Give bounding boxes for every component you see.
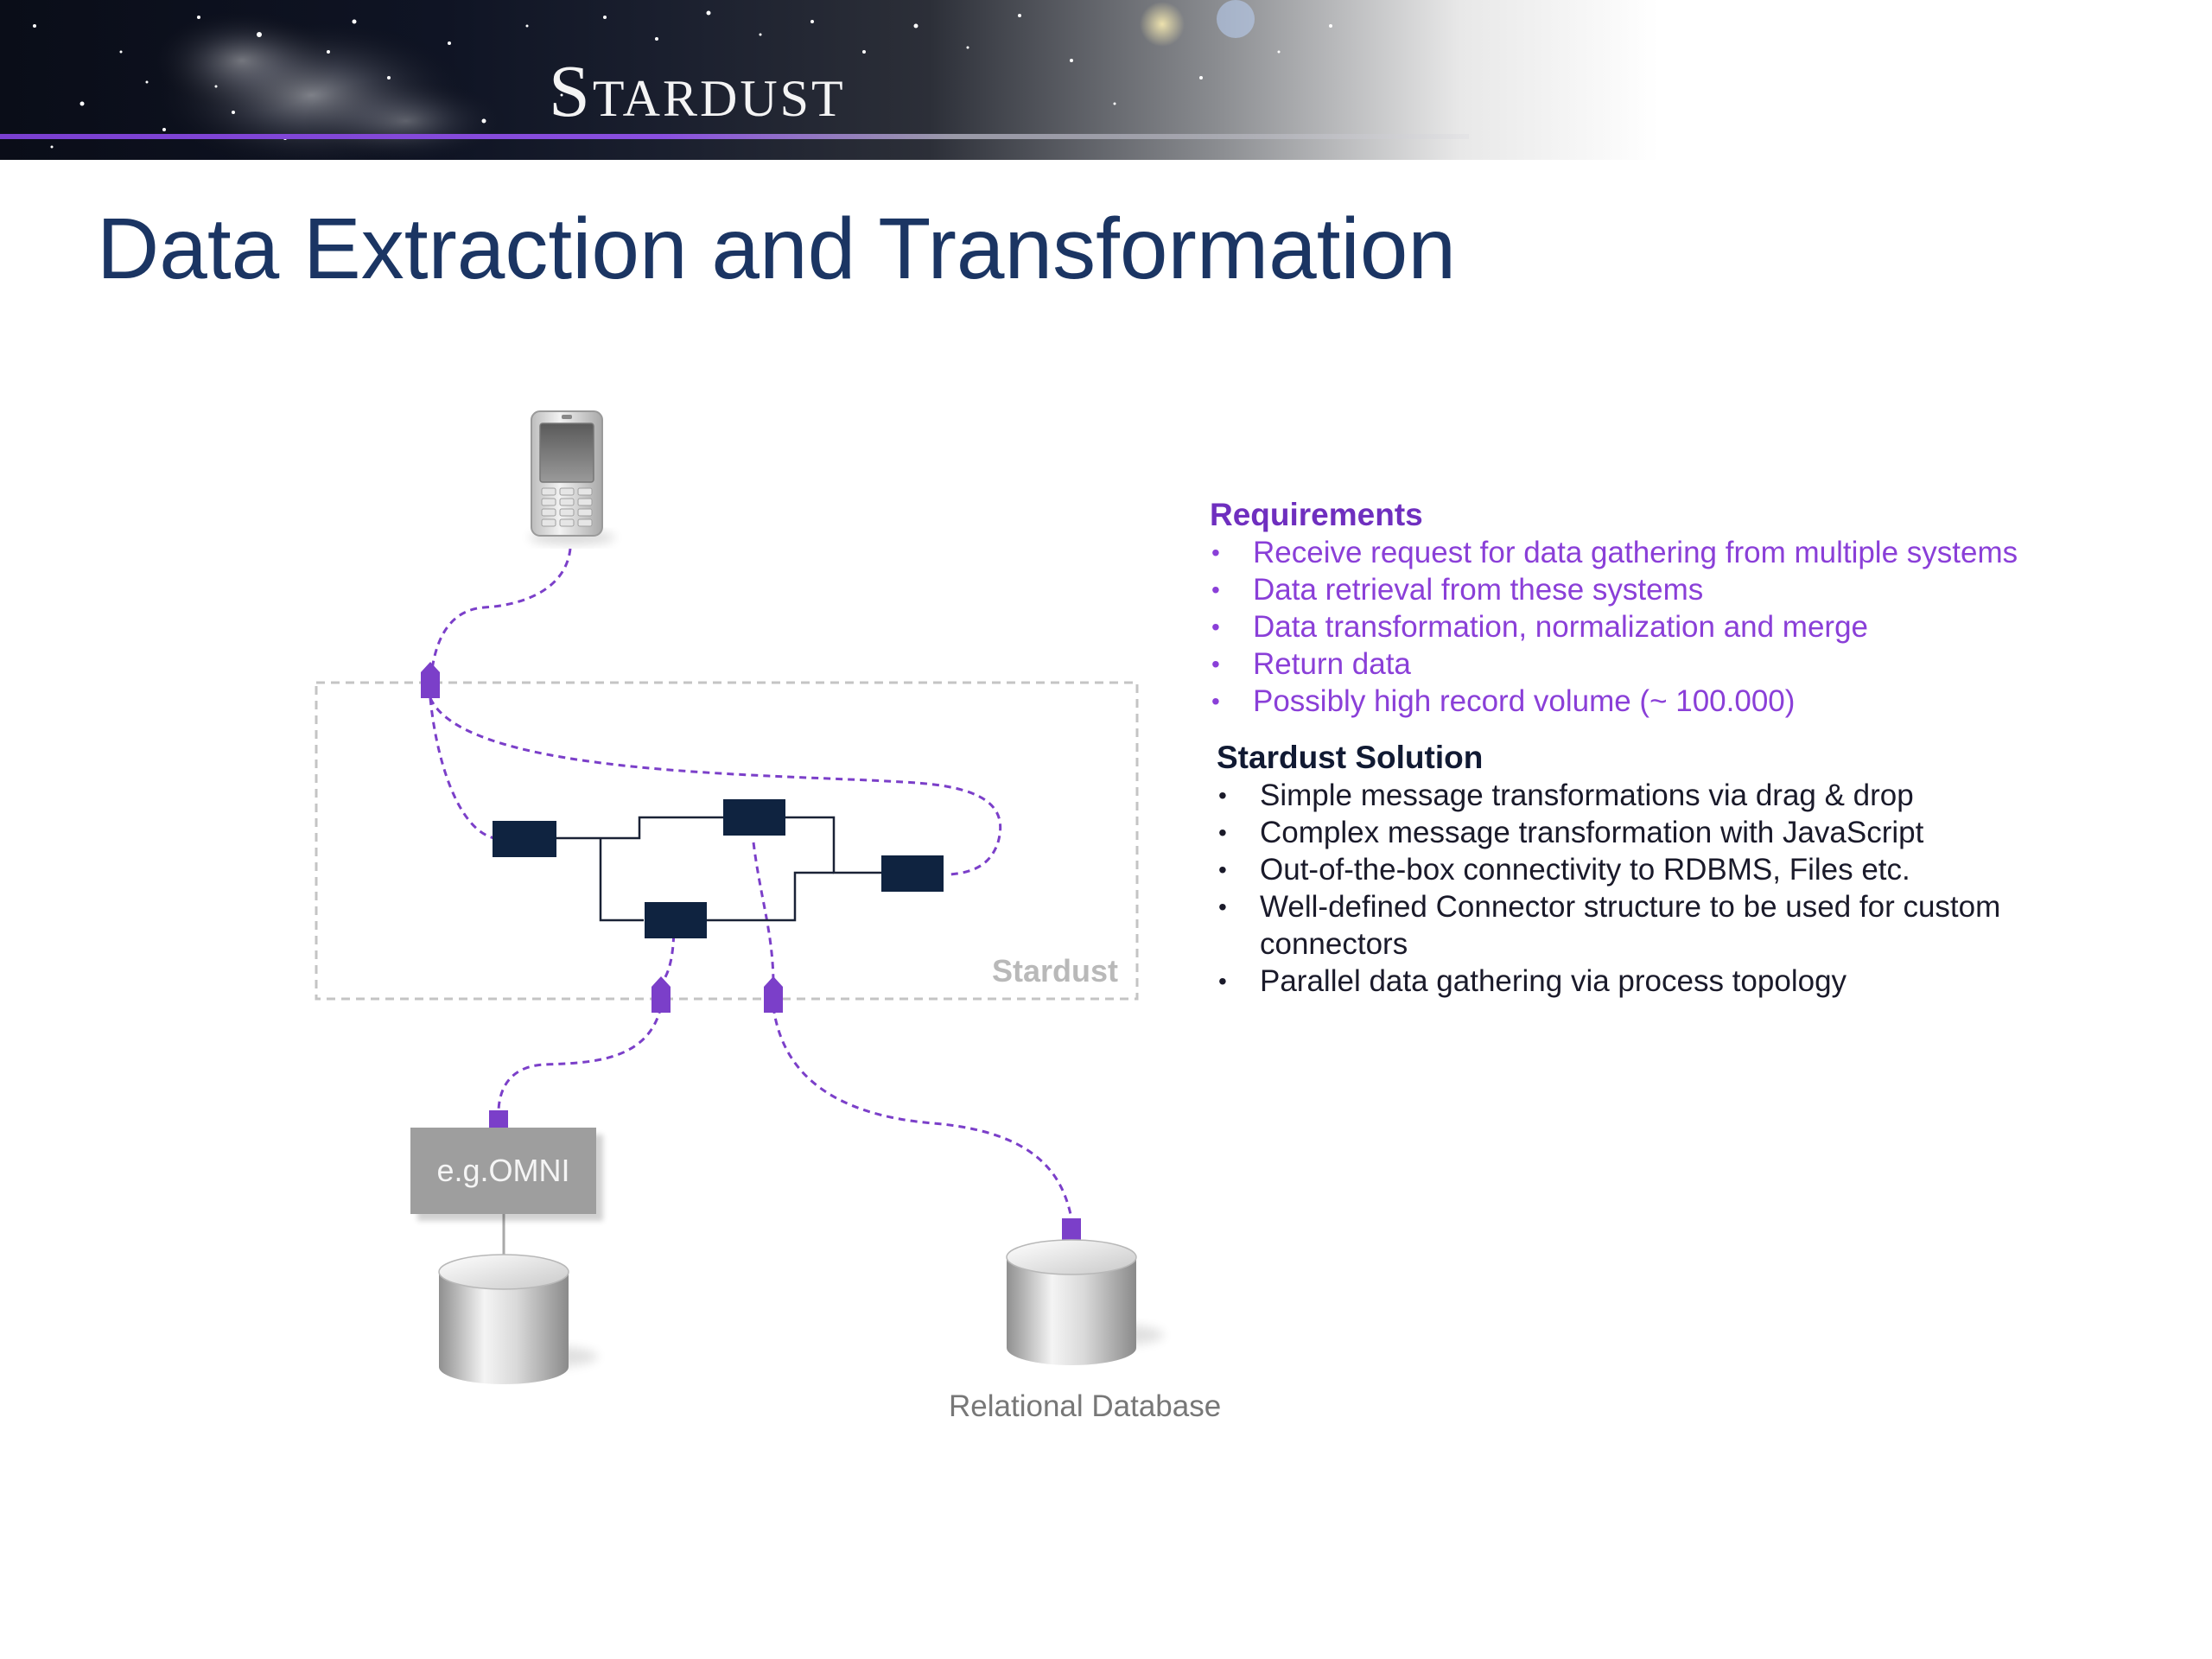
mobile-phone-icon — [529, 410, 615, 544]
solution-item: Simple message transformations via drag … — [1217, 777, 2160, 814]
text-panel: Requirements Receive request for data ga… — [1210, 496, 2160, 1000]
requirement-item: Possibly high record volume (~ 100.000) — [1210, 683, 2160, 720]
solution-item: Well-defined Connector structure to be u… — [1217, 888, 2160, 925]
process-node-start[interactable] — [493, 821, 556, 857]
topology-line-top — [556, 816, 723, 840]
db-exit-port — [764, 976, 783, 1013]
requirement-item: Return data — [1210, 645, 2160, 683]
requirements-section: Requirements Receive request for data ga… — [1210, 496, 2160, 720]
topology-line-right — [785, 816, 881, 874]
entry-port — [421, 662, 440, 698]
requirement-item: Receive request for data gathering from … — [1210, 534, 2160, 571]
stardust-container-label: Stardust — [992, 953, 1119, 988]
solution-item: Complex message transformation with Java… — [1217, 814, 2160, 851]
process-node-bottom[interactable] — [645, 902, 707, 938]
db-connector — [772, 1006, 1073, 1219]
starfield-image — [0, 0, 2212, 160]
solution-list: Simple message transformations via drag … — [1217, 777, 2160, 1000]
process-node-top[interactable] — [723, 799, 785, 836]
requirement-item: Data retrieval from these systems — [1210, 571, 2160, 608]
phone-to-entry-connector — [430, 548, 572, 671]
topology-line-branch — [599, 838, 644, 922]
solution-item: Out-of-the-box connectivity to RDBMS, Fi… — [1217, 851, 2160, 888]
omni-exit-port — [652, 976, 671, 1013]
requirement-item: Data transformation, normalization and m… — [1210, 608, 2160, 645]
solution-section: Stardust Solution Simple message transfo… — [1210, 739, 2160, 1000]
page-title: Data Extraction and Transformation — [97, 200, 1456, 297]
topology-line-bottom — [707, 871, 834, 922]
database-cylinder-icon — [1006, 1239, 1164, 1365]
solution-item: Parallel data gathering via process topo… — [1217, 963, 2160, 1000]
solution-item-continuation: connectors — [1260, 927, 1408, 961]
requirements-heading: Requirements — [1210, 497, 1423, 532]
stardust-container — [315, 681, 1139, 1001]
relational-database-label: Relational Database — [949, 1389, 1222, 1423]
node-to-db-connector — [752, 842, 775, 986]
solution-heading: Stardust Solution — [1217, 740, 1484, 775]
database-cylinder-icon — [438, 1254, 598, 1384]
entry-to-first-node-connector — [429, 697, 495, 840]
requirements-list: Receive request for data gathering from … — [1210, 534, 2160, 720]
loop-connector — [429, 697, 1002, 876]
omni-system-box[interactable]: e.g.OMNI — [410, 1128, 596, 1214]
header-banner: Stardust — [0, 0, 2212, 160]
brand-logo: Stardust — [549, 49, 846, 132]
process-node-end[interactable] — [881, 855, 944, 892]
omni-connector — [497, 1006, 663, 1111]
